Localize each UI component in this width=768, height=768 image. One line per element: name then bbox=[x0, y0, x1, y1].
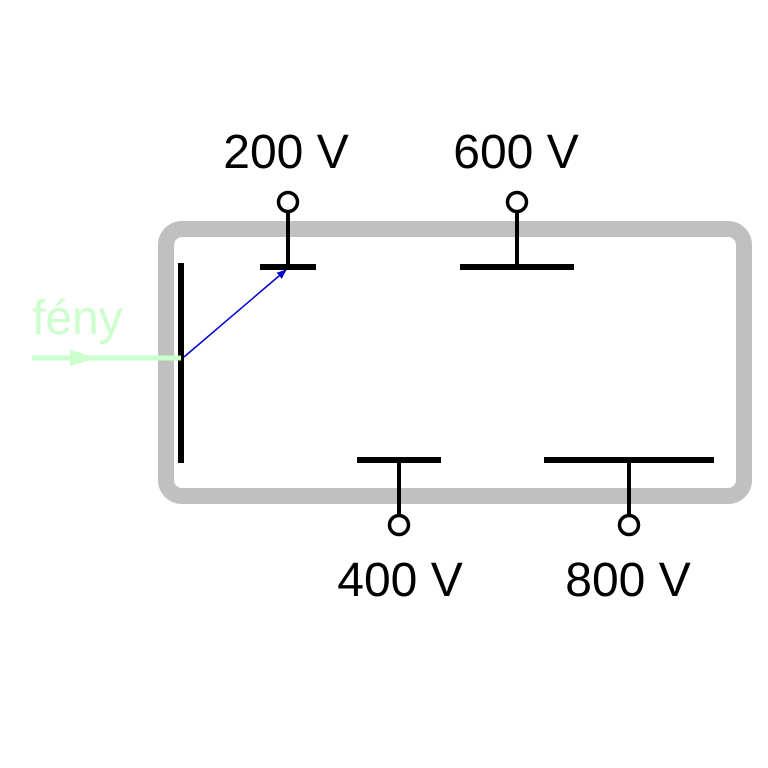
light-label: fény bbox=[32, 292, 123, 345]
voltage-label: 200 V bbox=[223, 126, 348, 179]
anode-800v: 800 V bbox=[544, 457, 714, 607]
electron-path bbox=[183, 269, 287, 358]
dynode-200v: 200 V bbox=[223, 126, 349, 270]
terminal-circle bbox=[276, 190, 300, 214]
terminal-circle bbox=[387, 513, 411, 537]
terminal-circle bbox=[617, 513, 641, 537]
incoming-light: fény bbox=[32, 292, 181, 366]
voltage-label: 600 V bbox=[453, 126, 578, 179]
light-arrowhead bbox=[70, 350, 98, 366]
voltage-label: 400 V bbox=[337, 554, 462, 607]
dynode-600v: 600 V bbox=[453, 126, 579, 270]
terminal-circle bbox=[505, 190, 529, 214]
voltage-label: 800 V bbox=[565, 554, 690, 607]
vacuum-tube bbox=[158, 221, 752, 504]
dynode-400v: 400 V bbox=[337, 457, 463, 607]
